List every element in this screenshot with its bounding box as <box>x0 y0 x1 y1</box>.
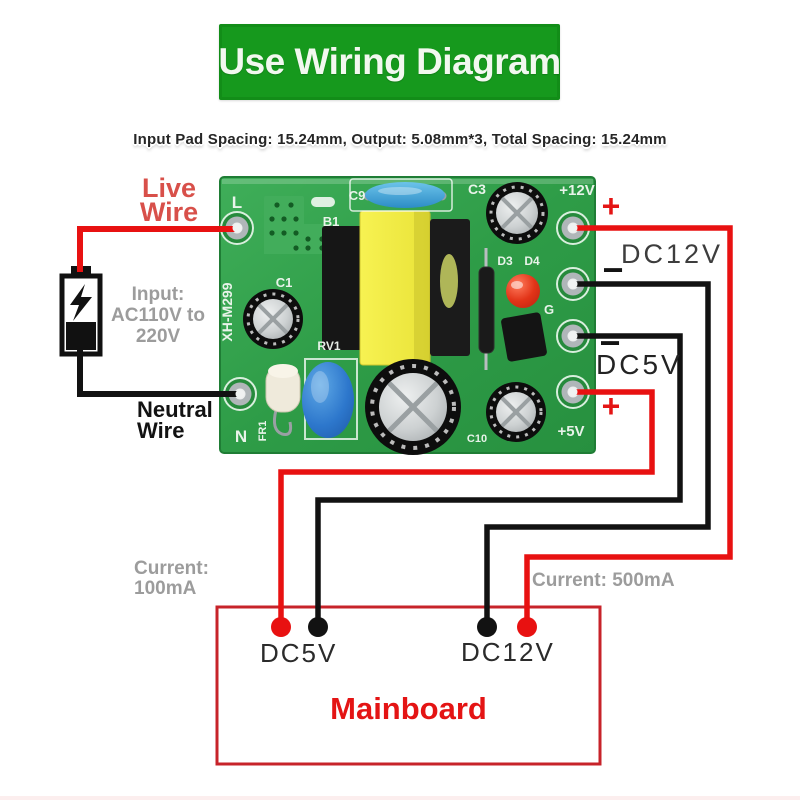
ac-source-icon <box>59 266 103 357</box>
dc12v-output-label: DC12V <box>621 239 724 269</box>
switching-ic <box>430 219 470 356</box>
film-capacitor-c9 <box>349 178 453 212</box>
dc5v-minus-wire <box>315 333 683 620</box>
dc5v-current-note: Current: 100mA <box>134 558 209 599</box>
live-wire-path <box>77 226 238 272</box>
silk-oval <box>311 197 335 207</box>
capacitor-c3 <box>486 182 548 244</box>
silk-plus5v: +5V <box>557 423 584 440</box>
dc12v-minus-sign: − <box>602 249 624 290</box>
pcb-board: L N XH-M299 C1 B1 C9 C3 +12V D3 D4 G RV1… <box>219 176 596 455</box>
silk-c1: C1 <box>276 275 293 290</box>
silk-d4: D4 <box>524 254 540 268</box>
neutral-wire-label: Neutral Wire <box>137 397 213 443</box>
dc12v-plus-dot <box>517 617 537 637</box>
input-rating-label: Input: AC110V to 220V <box>111 284 205 347</box>
dc12v-minus-dot <box>477 617 497 637</box>
poster-title: Use Wiring Diagram <box>218 41 561 82</box>
silk-b1: B1 <box>323 214 340 229</box>
silk-rv1: RV1 <box>317 339 340 353</box>
pad-spacing-note: Input Pad Spacing: 15.24mm, Output: 5.08… <box>133 131 667 148</box>
dc12v-minus-wire <box>484 281 711 620</box>
neutral-wire-path <box>77 350 240 397</box>
led-d4 <box>506 274 540 308</box>
silk-model: XH-M299 <box>219 282 235 341</box>
title-banner: Use Wiring Diagram <box>218 24 561 100</box>
silk-l: L <box>232 193 242 212</box>
mainboard-title: Mainboard <box>330 691 487 726</box>
fuse-resistor-fr1 <box>265 364 301 436</box>
silk-c9: C9 <box>349 188 366 203</box>
varistor-rv1 <box>302 358 358 440</box>
silk-n: N <box>235 427 247 446</box>
live-wire-label: Live Wire <box>139 173 199 227</box>
silk-c10: C10 <box>467 433 487 445</box>
dc12v-plus-wire <box>524 225 733 620</box>
dc5v-plus-sign: + <box>601 388 621 424</box>
silk-fr1: FR1 <box>257 421 269 442</box>
bottom-strip <box>0 796 800 800</box>
capacitor-c10 <box>486 382 546 442</box>
transistor <box>501 312 547 362</box>
dc5v-minus-dot <box>308 617 328 637</box>
silk-c3: C3 <box>468 181 486 197</box>
dc12v-current-note: Current: 500mA <box>532 570 675 591</box>
bridge-rectifier <box>322 226 364 350</box>
lightning-bolt-icon <box>70 284 92 321</box>
dc5v-output-label: DC5V <box>596 349 683 380</box>
dc12v-plus-sign: + <box>601 188 621 224</box>
dc5v-minus-sign: − <box>599 322 621 363</box>
capacitor-large <box>365 359 461 455</box>
mainboard-dc5v-pin-label: DC5V <box>260 638 338 668</box>
capacitor-c1 <box>243 289 303 349</box>
silk-g: G <box>544 302 554 317</box>
diode-d3 <box>478 248 495 370</box>
transformer <box>359 210 431 366</box>
silk-plus12v: +12V <box>559 182 594 199</box>
silk-d3: D3 <box>497 254 513 268</box>
mainboard-dc12v-pin-label: DC12V <box>461 637 555 667</box>
dc5v-plus-wire <box>278 389 655 620</box>
dc5v-plus-dot <box>271 617 291 637</box>
